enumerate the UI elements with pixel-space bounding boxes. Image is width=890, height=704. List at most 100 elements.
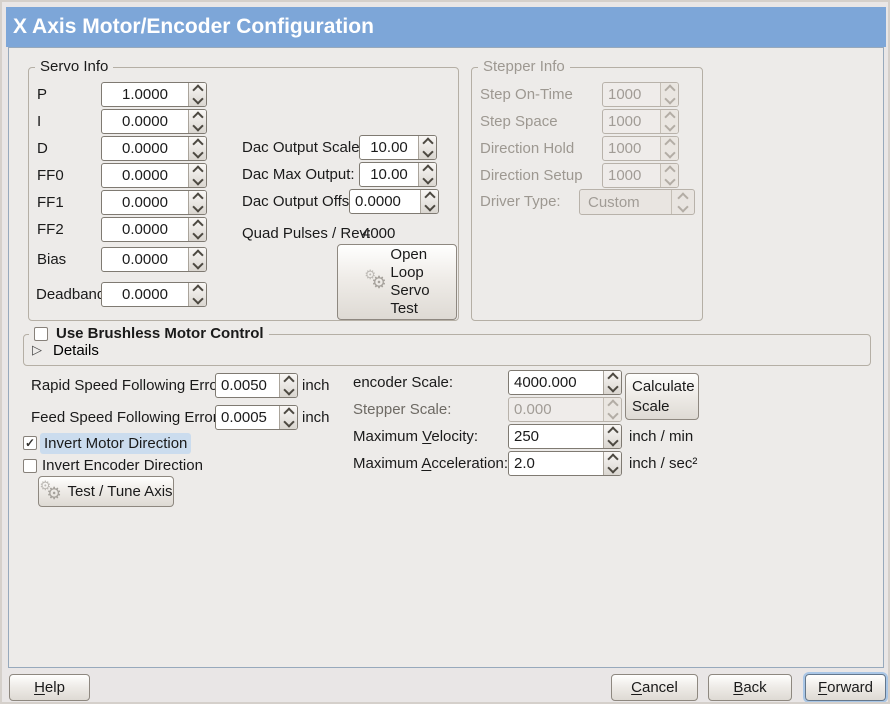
d-input[interactable]: 0.0000 <box>101 136 207 161</box>
gear-large-icon: ⚙ <box>46 483 62 503</box>
rapid-following-error-input[interactable]: 0.0050 <box>215 373 298 398</box>
gear-small-icon: ⚙ <box>39 477 52 493</box>
d-value[interactable]: 0.0000 <box>122 140 168 157</box>
dac-output-offset-label: Dac Output Offset: <box>242 193 366 210</box>
dac-max-output-label: Dac Max Output: <box>242 166 355 183</box>
rapid-following-error-value[interactable]: 0.0050 <box>221 377 267 394</box>
help-button[interactable]: Help <box>9 674 90 701</box>
deadband-value[interactable]: 0.0000 <box>122 286 168 303</box>
invert-motor-direction-checkbox[interactable]: ✓ <box>23 436 37 450</box>
driver-type-label: Driver Type: <box>480 193 561 210</box>
maximum-acceleration-label: Maximum Acceleration: <box>353 455 509 472</box>
calculate-scale-label-line2: Scale <box>632 397 670 415</box>
d-spinner[interactable] <box>188 137 206 160</box>
rapid-following-error-unit: inch <box>302 377 330 394</box>
calculate-scale-label-line1: Calculate <box>632 377 695 395</box>
maximum-acceleration-unit: inch / sec² <box>629 455 698 472</box>
dac-output-offset-value[interactable]: 0.0000 <box>355 193 401 210</box>
maximum-velocity-input[interactable]: 250 <box>508 424 622 449</box>
ff1-value[interactable]: 0.0000 <box>122 194 168 211</box>
rapid-following-error-spinner[interactable] <box>279 374 297 397</box>
dac-output-scale-spinner[interactable] <box>418 136 436 159</box>
use-brushless-label: Use Brushless Motor Control <box>56 325 264 342</box>
deadband-label: Deadband <box>36 286 106 303</box>
quad-pulses-value: 4000 <box>362 225 396 242</box>
use-brushless-checkbox[interactable] <box>34 327 48 341</box>
ff1-spinner[interactable] <box>188 191 206 214</box>
dac-output-offset-spinner[interactable] <box>420 190 438 213</box>
ff2-label: FF2 <box>37 221 64 238</box>
step-space-input: 1000 <box>602 109 679 134</box>
details-label: Details <box>53 341 99 359</box>
ff1-input[interactable]: 0.0000 <box>101 190 207 215</box>
bias-label: Bias <box>37 251 67 268</box>
step-on-time-value: 1000 <box>608 86 642 103</box>
gear-small-icon: ⚙ <box>364 267 377 282</box>
dac-max-output-spinner[interactable] <box>418 163 436 186</box>
encoder-scale-input[interactable]: 4000.000 <box>508 370 622 395</box>
step-on-time-label: Step On-Time <box>480 86 573 103</box>
direction-setup-input: 1000 <box>602 163 679 188</box>
ff0-value[interactable]: 0.0000 <box>122 167 168 184</box>
open-loop-servo-test-button[interactable]: ⚙ ⚙ Open Loop Servo Test <box>337 244 457 320</box>
feed-following-error-value[interactable]: 0.0005 <box>221 409 267 426</box>
maximum-acceleration-spinner[interactable] <box>603 452 621 475</box>
dac-max-output-value[interactable]: 10.00 <box>370 166 408 183</box>
bias-value[interactable]: 0.0000 <box>122 251 168 268</box>
dac-max-output-input[interactable]: 10.00 <box>359 162 437 187</box>
calculate-scale-button[interactable]: Calculate Scale <box>625 373 699 420</box>
encoder-scale-spinner[interactable] <box>603 371 621 394</box>
stepper-scale-spinner <box>603 398 621 421</box>
brushless-frame: Use Brushless Motor Control ▷ Details <box>23 325 871 366</box>
servo-info-frame: Servo Info P 1.0000 I 0.0000 D 0.0000 FF… <box>28 58 459 321</box>
maximum-velocity-label: Maximum Velocity: <box>353 428 479 445</box>
stepper-scale-label: Stepper Scale: <box>353 401 452 418</box>
i-value[interactable]: 0.0000 <box>122 113 168 130</box>
encoder-scale-value[interactable]: 4000.000 <box>514 374 577 391</box>
maximum-velocity-unit: inch / min <box>629 428 694 445</box>
maximum-acceleration-input[interactable]: 2.0 <box>508 451 622 476</box>
forward-button[interactable]: Forward <box>805 674 886 701</box>
feed-following-error-unit: inch <box>302 409 330 426</box>
p-input[interactable]: 1.0000 <box>101 82 207 107</box>
invert-encoder-direction-label[interactable]: Invert Encoder Direction <box>42 457 203 474</box>
invert-motor-direction-label[interactable]: Invert Motor Direction <box>40 433 192 454</box>
step-on-time-spinner <box>660 83 678 106</box>
dac-output-scale-input[interactable]: 10.00 <box>359 135 437 160</box>
cancel-button[interactable]: Cancel <box>611 674 698 701</box>
ff0-label: FF0 <box>37 167 64 184</box>
p-value[interactable]: 1.0000 <box>122 86 168 103</box>
ff2-value[interactable]: 0.0000 <box>122 221 168 238</box>
i-spinner[interactable] <box>188 110 206 133</box>
expander-arrow-icon[interactable]: ▷ <box>32 342 42 357</box>
invert-encoder-direction-checkbox[interactable] <box>23 459 37 473</box>
test-tune-axis-label: Test / Tune Axis <box>67 483 173 500</box>
bias-input[interactable]: 0.0000 <box>101 247 207 272</box>
bias-spinner[interactable] <box>188 248 206 271</box>
feed-following-error-label: Feed Speed Following Error: <box>31 409 222 426</box>
direction-hold-value: 1000 <box>608 140 642 157</box>
dac-output-offset-input[interactable]: 0.0000 <box>349 189 439 214</box>
open-loop-servo-test-label: Open Loop Servo Test <box>390 246 430 317</box>
dac-output-scale-value[interactable]: 10.00 <box>370 139 408 156</box>
ff0-spinner[interactable] <box>188 164 206 187</box>
p-spinner[interactable] <box>188 83 206 106</box>
step-space-label: Step Space <box>480 113 558 130</box>
deadband-spinner[interactable] <box>188 283 206 306</box>
ff2-spinner[interactable] <box>188 218 206 241</box>
test-tune-axis-button[interactable]: ⚙ ⚙ Test / Tune Axis <box>38 476 174 507</box>
details-expander[interactable]: ▷ Details <box>32 341 99 359</box>
back-button[interactable]: Back <box>708 674 792 701</box>
driver-type-value: Custom <box>588 193 640 211</box>
maximum-velocity-value[interactable]: 250 <box>514 428 540 445</box>
ff2-input[interactable]: 0.0000 <box>101 217 207 242</box>
ff0-input[interactable]: 0.0000 <box>101 163 207 188</box>
feed-following-error-spinner[interactable] <box>279 406 297 429</box>
deadband-input[interactable]: 0.0000 <box>101 282 207 307</box>
maximum-acceleration-value[interactable]: 2.0 <box>514 455 535 472</box>
brushless-legend: Use Brushless Motor Control <box>29 325 269 343</box>
maximum-velocity-spinner[interactable] <box>603 425 621 448</box>
feed-following-error-input[interactable]: 0.0005 <box>215 405 298 430</box>
combo-arrows-icon <box>671 190 694 214</box>
i-input[interactable]: 0.0000 <box>101 109 207 134</box>
